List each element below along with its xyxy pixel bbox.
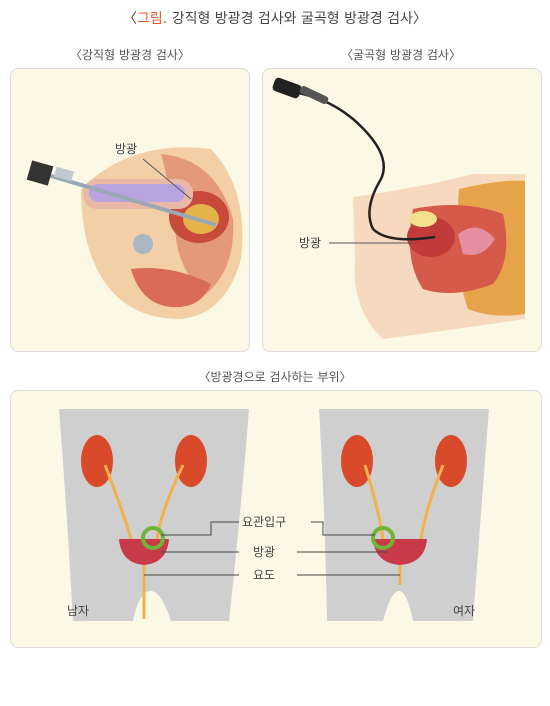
rigid-cystoscopy-panel: 방광 <box>10 68 250 352</box>
female-label: 여자 <box>453 604 475 618</box>
female-left-kidney <box>341 435 373 487</box>
male-right-kidney <box>175 435 207 487</box>
male-left-ureter <box>103 464 133 540</box>
male-left-kidney <box>81 435 113 487</box>
testis <box>133 234 153 254</box>
inspection-sites-panel: 요관입구 방광 요도 남자 여자 <box>10 390 542 648</box>
scope-handle <box>272 77 302 99</box>
flexible-scope-cable <box>282 89 436 241</box>
male-ureter-orifice-ring <box>141 526 165 550</box>
rigid-bladder-leader <box>142 158 192 200</box>
title-rest: 강직형 방광경 검사와 굴곡형 방광경 검사〉 <box>167 11 427 27</box>
rigid-bladder-label: 방광 <box>115 142 137 156</box>
title-prefix: 〈 <box>123 11 138 27</box>
flexible-caption: 〈굴곡형 방광경 검사〉 <box>341 48 461 62</box>
scope-body <box>53 166 75 182</box>
urethra <box>89 184 185 202</box>
flexible-cystoscopy-illustration: 방광 <box>272 77 525 339</box>
urethra-label: 요도 <box>253 568 275 582</box>
ureter-orifice-label: 요관입구 <box>242 515 286 529</box>
flexible-cystoscopy-panel: 방광 <box>262 68 542 352</box>
pubic-bone <box>409 211 437 227</box>
ureter-orifice-leader-right <box>311 521 375 536</box>
scope-grip <box>299 86 329 104</box>
female-ureter-orifice-ring <box>371 526 395 550</box>
inspection-sites-illustration: 요관입구 방광 요도 남자 여자 <box>59 409 489 621</box>
rigid-caption: 〈강직형 방광경 검사〉 <box>70 48 190 62</box>
bladder-label: 방광 <box>253 545 275 559</box>
male-label: 남자 <box>67 604 89 618</box>
ureter-orifice-leader-left <box>161 521 239 536</box>
rigid-scope-shaft <box>40 171 217 227</box>
title-accent: 그림. <box>137 11 168 27</box>
uterus <box>458 227 495 255</box>
female-right-ureter <box>419 464 445 540</box>
sites-caption: 〈방광경으로 검사하는 부위〉 <box>198 370 352 384</box>
rigid-cystoscopy-illustration: 방광 <box>26 142 243 319</box>
scope-eyepiece <box>26 160 54 186</box>
figure-title: 〈그림. 강직형 방광경 검사와 굴곡형 방광경 검사〉 <box>0 8 550 28</box>
female-body <box>319 409 489 621</box>
male-right-ureter <box>155 464 185 540</box>
female-left-ureter <box>363 464 385 540</box>
flexible-bladder-label: 방광 <box>299 236 321 250</box>
female-right-kidney <box>435 435 467 487</box>
pelvic-floor <box>131 268 211 308</box>
